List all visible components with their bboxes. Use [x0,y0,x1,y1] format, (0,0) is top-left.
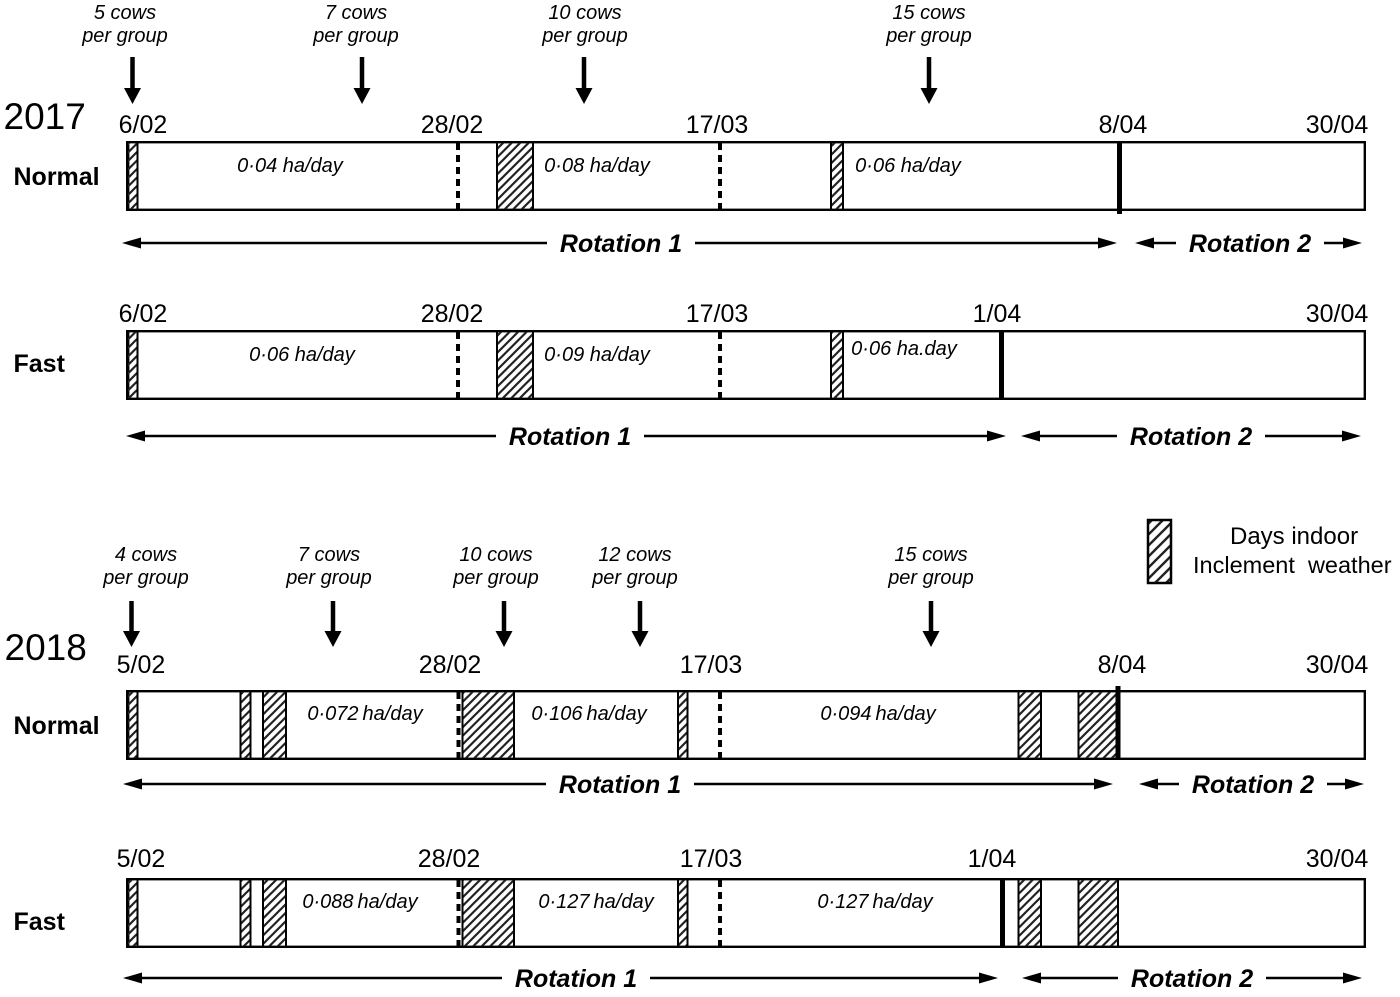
svg-text:Rotation 2: Rotation 2 [1189,230,1311,258]
svg-text:0·08 ha/day: 0·08 ha/day [544,155,651,177]
svg-text:Rotation 1: Rotation 1 [509,423,631,451]
svg-text:0·106 ha/day: 0·106 ha/day [531,703,647,725]
svg-text:Rotation 1: Rotation 1 [559,771,681,799]
svg-text:6/02: 6/02 [119,111,168,139]
svg-text:2017: 2017 [4,96,86,137]
svg-text:7 cows: 7 cows [325,2,387,24]
svg-text:Fast: Fast [14,350,66,378]
svg-text:17/03: 17/03 [680,845,743,873]
svg-text:per group: per group [285,567,372,589]
svg-text:15 cows: 15 cows [894,544,967,566]
svg-text:30/04: 30/04 [1306,111,1369,139]
svg-text:8/04: 8/04 [1099,111,1148,139]
svg-text:28/02: 28/02 [421,300,484,328]
svg-text:15 cows: 15 cows [892,2,965,24]
svg-text:30/04: 30/04 [1306,651,1369,679]
svg-text:1/04: 1/04 [973,300,1022,328]
svg-text:0·127 ha/day: 0·127 ha/day [538,891,654,913]
svg-text:5/02: 5/02 [117,651,166,679]
svg-text:28/02: 28/02 [421,111,484,139]
svg-text:1/04: 1/04 [968,845,1017,873]
svg-text:per group: per group [541,25,628,47]
svg-text:8/04: 8/04 [1098,651,1147,679]
svg-text:10 cows: 10 cows [459,544,532,566]
svg-text:per group: per group [591,567,678,589]
svg-text:0·06 ha/day: 0·06 ha/day [249,344,356,366]
svg-text:30/04: 30/04 [1306,845,1369,873]
svg-text:0·127 ha/day: 0·127 ha/day [817,891,933,913]
svg-text:5/02: 5/02 [117,845,166,873]
svg-text:28/02: 28/02 [419,651,482,679]
svg-text:per group: per group [312,25,399,47]
svg-text:0·09 ha/day: 0·09 ha/day [544,344,651,366]
svg-text:4 cows: 4 cows [115,544,177,566]
svg-text:0·06 ha/day: 0·06 ha/day [855,155,962,177]
svg-text:Inclement weather: Inclement weather [1193,552,1392,578]
svg-text:Normal: Normal [14,712,100,740]
svg-text:17/03: 17/03 [686,111,749,139]
svg-text:Rotation 2: Rotation 2 [1130,423,1252,451]
svg-text:per group: per group [102,567,189,589]
svg-text:Rotation 2: Rotation 2 [1192,771,1314,799]
svg-text:Fast: Fast [14,908,66,936]
svg-text:0·072 ha/day: 0·072 ha/day [307,703,423,725]
svg-text:per group: per group [885,25,972,47]
svg-text:0·088 ha/day: 0·088 ha/day [302,891,418,913]
svg-text:0·04 ha/day: 0·04 ha/day [237,155,344,177]
svg-text:7 cows: 7 cows [298,544,360,566]
svg-text:0·094 ha/day: 0·094 ha/day [820,703,936,725]
svg-text:Rotation 2: Rotation 2 [1131,965,1253,992]
svg-text:Normal: Normal [14,163,100,191]
svg-text:Rotation 1: Rotation 1 [560,230,682,258]
svg-text:Rotation 1: Rotation 1 [515,965,637,992]
svg-text:17/03: 17/03 [680,651,743,679]
svg-text:per group: per group [887,567,974,589]
svg-text:6/02: 6/02 [119,300,168,328]
svg-text:28/02: 28/02 [418,845,481,873]
svg-text:30/04: 30/04 [1306,300,1369,328]
svg-text:17/03: 17/03 [686,300,749,328]
svg-text:2018: 2018 [5,627,87,668]
svg-text:0·06 ha.day: 0·06 ha.day [851,338,958,360]
svg-text:per group: per group [81,25,168,47]
svg-text:Days indoor: Days indoor [1230,523,1358,550]
svg-text:10 cows: 10 cows [548,2,621,24]
svg-text:5 cows: 5 cows [94,2,156,24]
svg-text:per group: per group [452,567,539,589]
svg-text:12 cows: 12 cows [598,544,671,566]
